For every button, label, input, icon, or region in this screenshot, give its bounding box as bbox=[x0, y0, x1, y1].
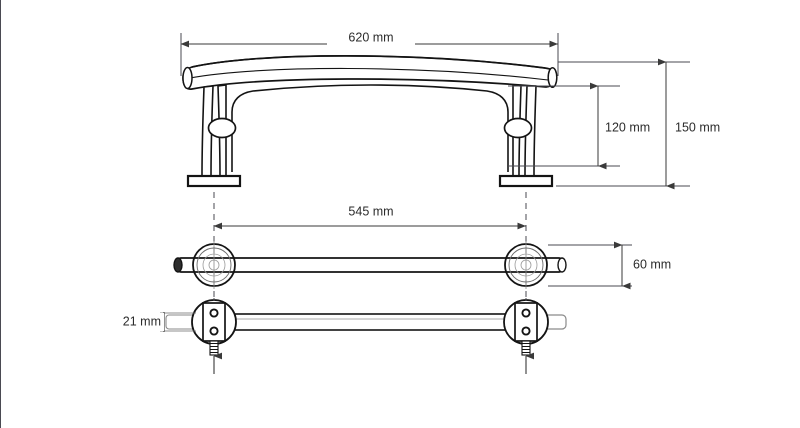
dimension-label-120mm: 120 mm bbox=[605, 120, 650, 134]
top-view-right-rosette bbox=[504, 241, 548, 289]
dimension-620mm: 620 mm bbox=[180, 29, 559, 76]
front-view bbox=[182, 55, 558, 188]
front-view-inner-arch bbox=[231, 84, 509, 172]
dimension-label-60mm: 60 mm bbox=[633, 257, 671, 271]
top-view-left-rosette bbox=[192, 241, 236, 289]
dimension-120mm: 120 mm bbox=[508, 82, 665, 170]
bottom-view-left-bracket bbox=[191, 292, 237, 374]
dimension-label-545mm: 545 mm bbox=[348, 204, 393, 218]
top-view-rail bbox=[173, 257, 567, 273]
left-mounting-screw bbox=[209, 340, 222, 374]
dimension-150mm: 150 mm bbox=[556, 58, 734, 190]
front-view-right-post bbox=[498, 84, 554, 188]
top-view bbox=[173, 241, 567, 289]
dimension-label-150mm: 150 mm bbox=[675, 120, 720, 134]
front-view-left-post bbox=[186, 84, 242, 188]
bottom-view bbox=[165, 292, 567, 374]
dimension-label-21mm: 21 mm bbox=[123, 314, 161, 328]
dimension-545mm: 545 mm bbox=[213, 203, 526, 230]
dimension-21mm: 21 mm bbox=[120, 312, 196, 332]
dimension-60mm: 60 mm bbox=[548, 241, 688, 290]
bottom-view-rail bbox=[204, 313, 536, 331]
dimension-label-620mm: 620 mm bbox=[348, 30, 393, 44]
bottom-view-right-bracket bbox=[503, 292, 549, 374]
front-view-curved-bar bbox=[182, 55, 558, 90]
right-mounting-screw bbox=[521, 340, 534, 374]
